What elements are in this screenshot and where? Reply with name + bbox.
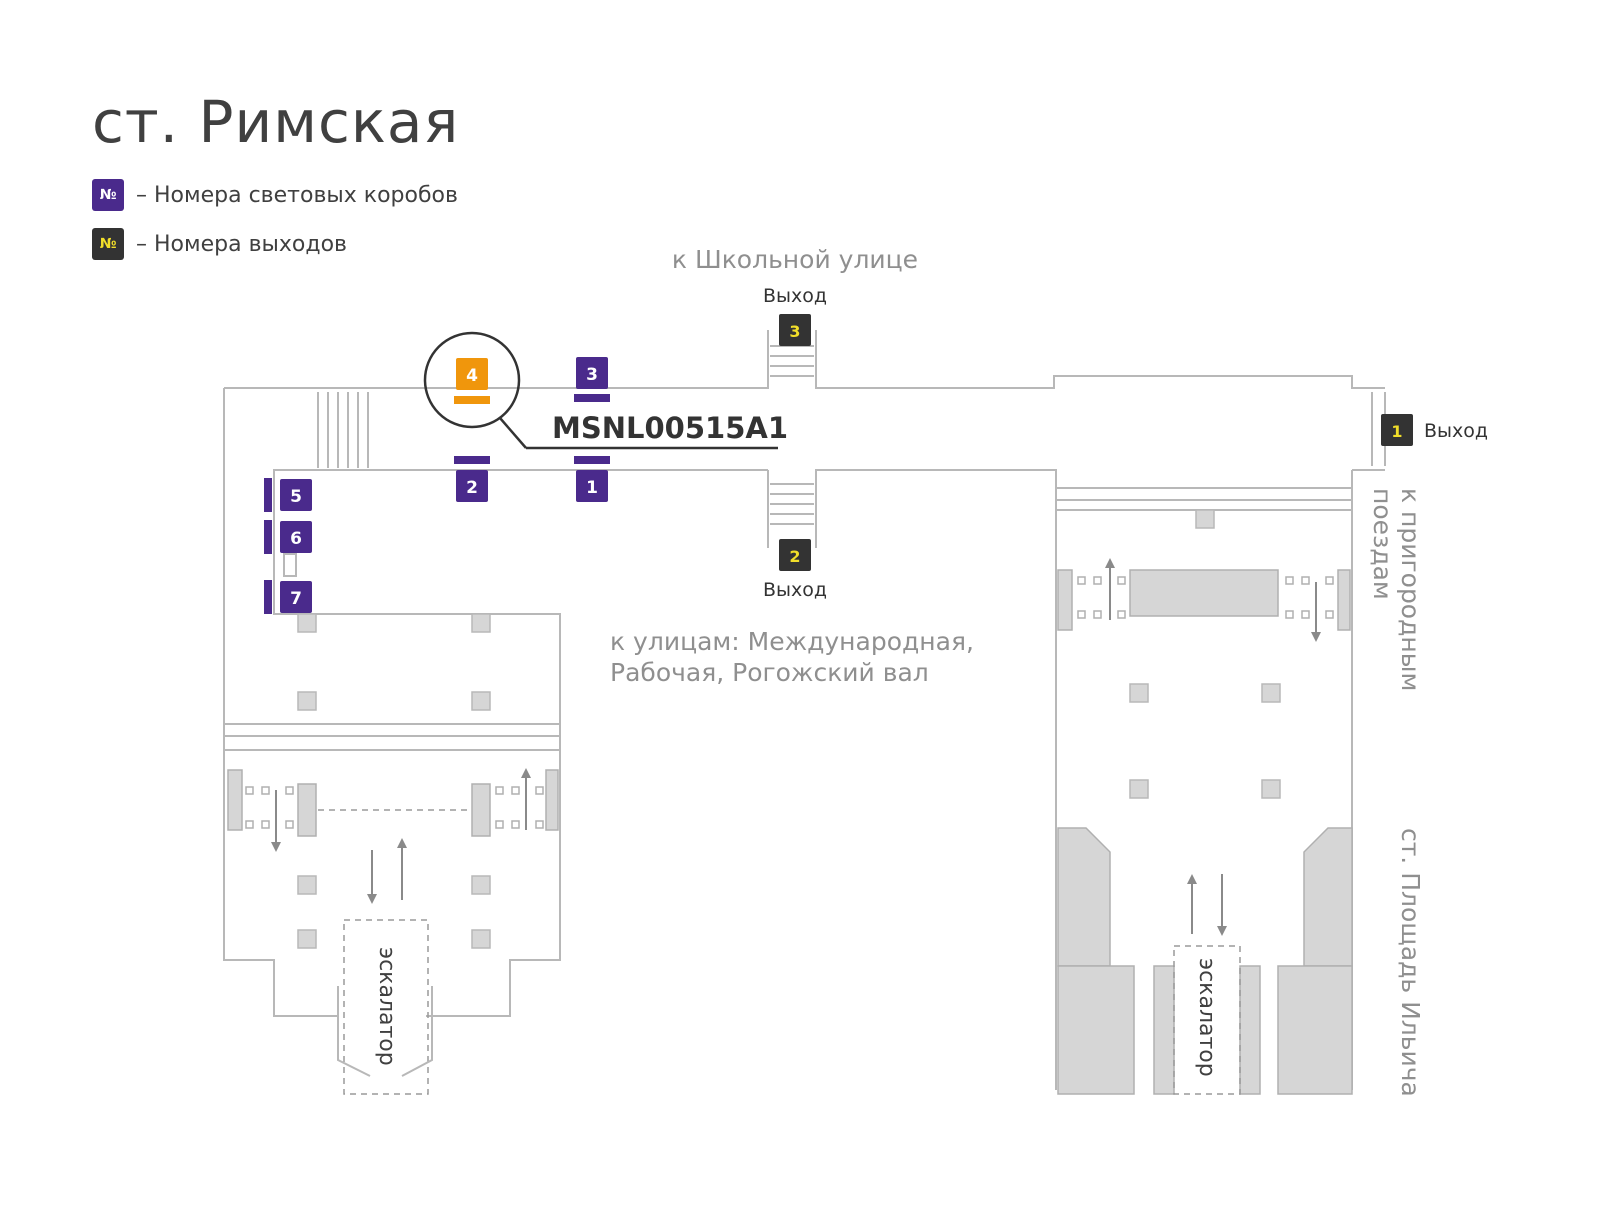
left-hall-columns — [227, 613, 559, 949]
light-box-2: 2 — [466, 478, 478, 498]
exit-1-label: Выход — [1424, 420, 1488, 442]
light-box-5: 5 — [290, 487, 302, 507]
right-hall: эскалатор — [1057, 509, 1353, 1095]
exit-2-number: 2 — [789, 547, 800, 566]
light-box-1: 1 — [586, 478, 598, 498]
direction-suburban-2: поездам — [1368, 488, 1397, 600]
direction-transfer: ст. Площадь Ильича — [1396, 828, 1425, 1097]
selected-light-box[interactable]: 4 MSNL00515A1 — [423, 331, 788, 450]
direction-south-2: Рабочая, Рогожский вал — [610, 658, 929, 687]
exit-3-number: 3 — [789, 322, 800, 341]
direction-north: к Школьной улице — [672, 245, 918, 274]
station-title: ст. Римская — [92, 88, 460, 156]
direction-labels: к Школьной улице к улицам: Международная… — [610, 245, 1425, 1097]
legend-box-text: – Номера световых коробов — [136, 182, 458, 208]
light-box-4: 4 — [466, 366, 478, 386]
left-escalator: эскалатор — [337, 919, 433, 1095]
legend-light-boxes: № – Номера световых коробов — [92, 178, 458, 212]
exits: Выход 3 2 Выход 1 Выход — [763, 285, 1488, 601]
direction-suburban-1: к пригородным — [1396, 488, 1425, 691]
light-box-6: 6 — [290, 529, 302, 549]
legend-exit-text: – Номера выходов — [136, 231, 348, 257]
exit-3-label: Выход — [763, 285, 827, 307]
exit-2-label: Выход — [763, 579, 827, 601]
legend-exit-swatch: № — [92, 228, 124, 260]
legend-box-swatch: № — [92, 179, 124, 211]
escalator-label-left: эскалатор — [374, 947, 399, 1066]
exit-1-number: 1 — [1391, 422, 1402, 441]
escalator-label-right: эскалатор — [1194, 958, 1219, 1077]
light-boxes: 3 2 1 5 6 7 — [264, 357, 610, 614]
light-box-7: 7 — [290, 589, 302, 609]
light-box-code: MSNL00515A1 — [552, 411, 788, 445]
direction-south-1: к улицам: Международная, — [610, 627, 974, 656]
legend-exits: № – Номера выходов — [92, 227, 347, 261]
light-box-3: 3 — [586, 365, 598, 385]
